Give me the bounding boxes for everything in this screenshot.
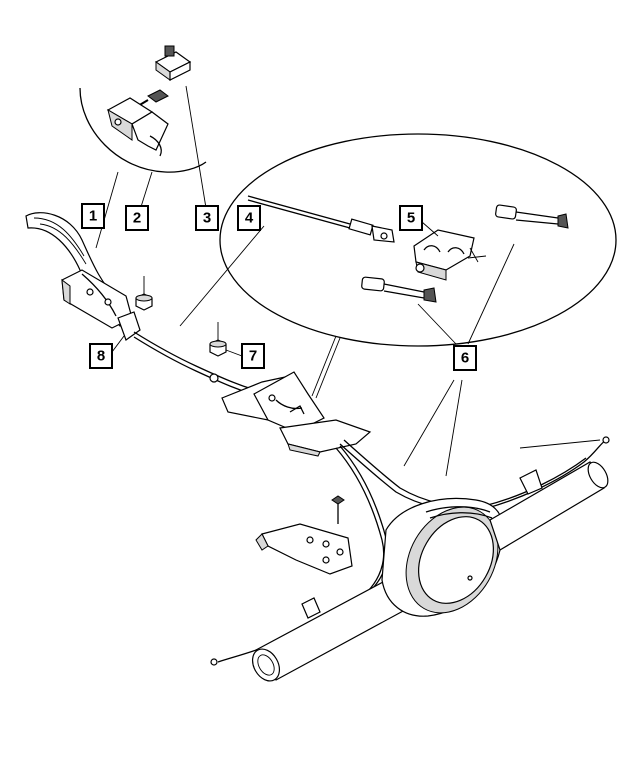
leader-line-6d <box>445 379 463 477</box>
callout-8-label: 8 <box>97 348 105 365</box>
callout-2-label: 2 <box>133 210 141 227</box>
callout-7: 7 <box>241 343 265 369</box>
callout-8: 8 <box>89 343 113 369</box>
cable-bracket-heat-shield <box>221 371 372 457</box>
leader-line-3 <box>185 85 207 209</box>
nut-upper-pedal <box>135 276 153 311</box>
leader-line-5 <box>421 221 439 237</box>
parking-brake-pedal-assembly <box>25 212 141 341</box>
detail-view-lever-bracket <box>79 45 207 249</box>
callout-4: 4 <box>237 205 261 231</box>
leader-line-7 <box>225 349 243 357</box>
callout-6-label: 6 <box>461 350 469 367</box>
rear-cable-end-lower <box>361 276 437 303</box>
callout-4-label: 4 <box>245 210 254 227</box>
cable-mounting-bracket <box>255 495 353 575</box>
leader-line-8 <box>111 335 125 353</box>
bolt <box>137 89 169 107</box>
leader-line-1 <box>95 171 119 249</box>
cable-equalizer <box>413 229 487 281</box>
callout-7-label: 7 <box>249 348 257 365</box>
callout-5-label: 5 <box>407 210 415 227</box>
callout-5: 5 <box>399 205 423 231</box>
callout-3: 3 <box>195 205 219 231</box>
rear-axle-housing <box>251 461 609 682</box>
callout-3-label: 3 <box>203 210 211 227</box>
leader-line-detail <box>311 335 337 397</box>
rear-cable-end-upper <box>495 204 569 229</box>
cable-end-fitting <box>348 218 395 243</box>
callout-6: 6 <box>453 345 477 371</box>
leader-line-6b <box>467 243 515 345</box>
detail-view-cable-equalizer <box>179 133 617 477</box>
callout-1-label: 1 <box>89 208 97 225</box>
nut-part-7 <box>209 322 227 357</box>
leader-line-6a <box>417 303 457 345</box>
leader-line-4 <box>179 225 265 327</box>
callout-1: 1 <box>81 203 105 229</box>
callout-2: 2 <box>125 205 149 231</box>
clip-nut <box>154 45 192 81</box>
leader-line-2 <box>139 171 153 211</box>
leader-line-6c <box>403 379 455 467</box>
lever-bracket <box>106 97 169 157</box>
